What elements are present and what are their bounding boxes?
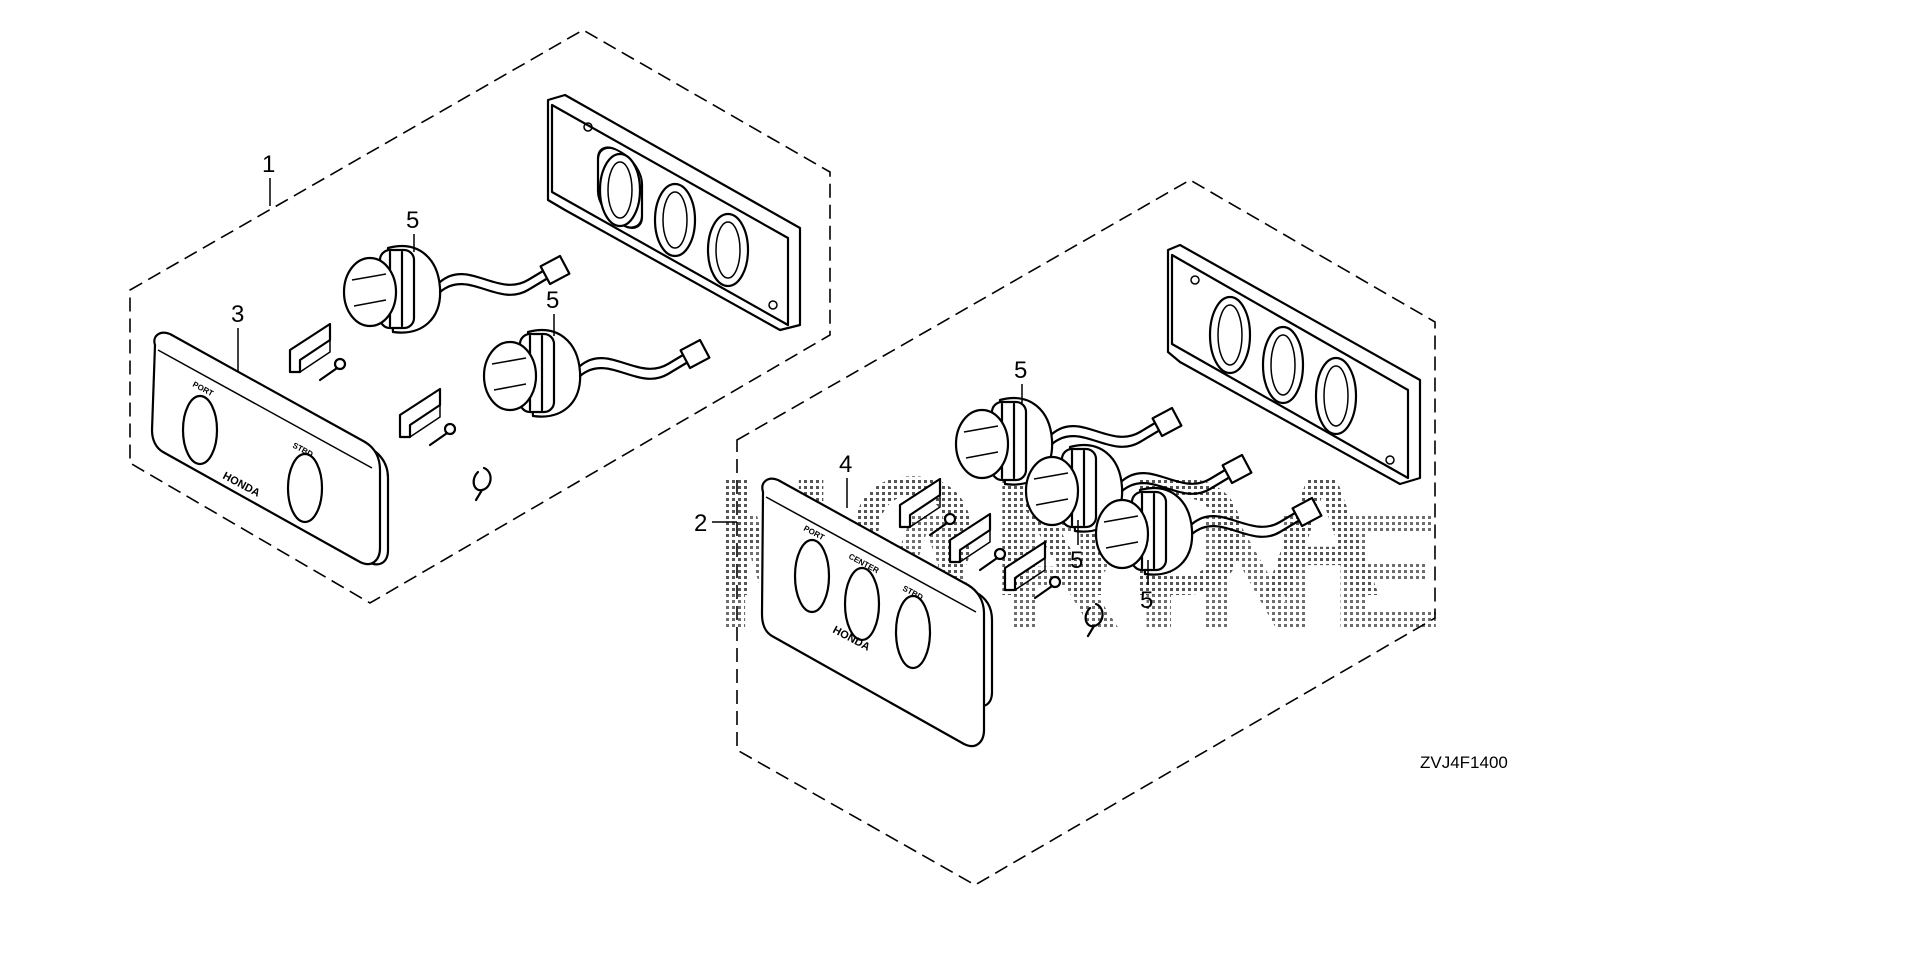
socket-1b	[482, 328, 711, 418]
callout-5d: 5	[1070, 547, 1083, 574]
callout-5b: 5	[546, 287, 559, 314]
kit-2-boundary	[736, 179, 1436, 886]
drawing-code: ZVJ4F1400	[1420, 753, 1508, 772]
socket-1a	[342, 244, 571, 334]
mounting-frame-1	[546, 93, 802, 332]
callout-3: 3	[231, 301, 244, 328]
mounting-frame-2	[1166, 243, 1422, 486]
cable-clip-2	[1084, 602, 1104, 638]
bracket-1a	[288, 322, 347, 382]
front-panel-2-station: PORT STBD HONDA	[150, 331, 390, 566]
callouts: 1 3 5 5 5 5 5 4 2	[231, 151, 1153, 614]
callout-2: 2	[694, 510, 707, 537]
callout-5c: 5	[1014, 357, 1027, 384]
kit-1-boundary	[129, 29, 831, 604]
front-panel-3-station: PORT CENTER STBD HONDA	[760, 477, 994, 748]
callout-1: 1	[262, 151, 275, 178]
callout-4: 4	[839, 451, 852, 478]
callout-5e: 5	[1140, 587, 1153, 614]
bracket-1b	[398, 387, 457, 447]
callout-5a: 5	[406, 207, 419, 234]
cable-clip-1	[472, 466, 492, 502]
